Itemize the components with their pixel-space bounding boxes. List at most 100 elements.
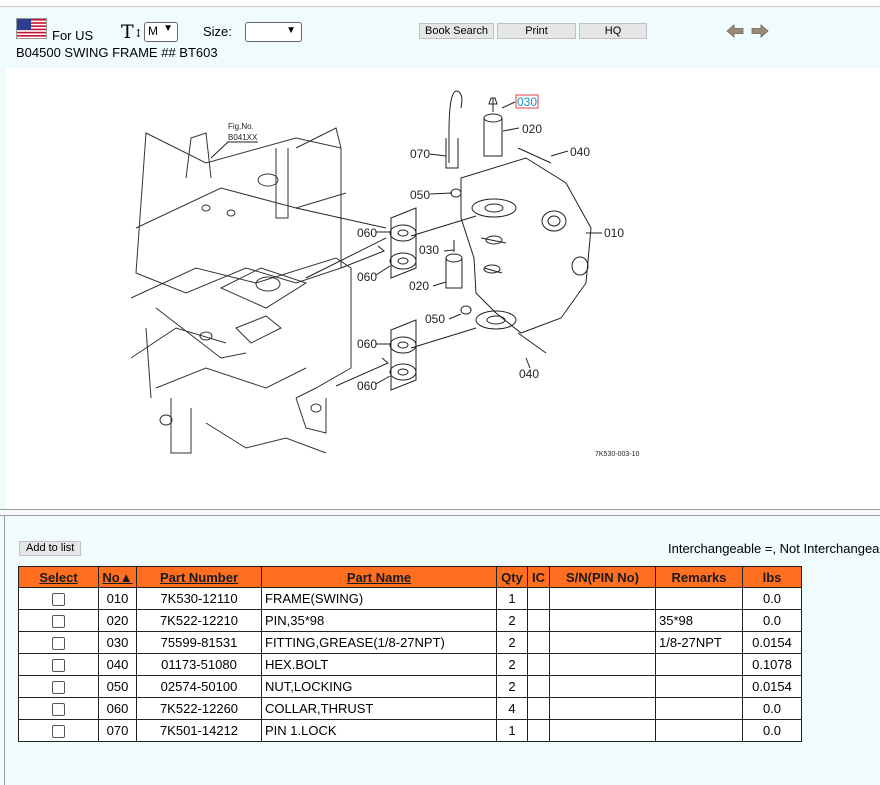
cell-select (18, 719, 99, 742)
cell-qty: 4 (496, 697, 528, 720)
pane-divider[interactable] (0, 509, 880, 516)
callout-020-bottom[interactable]: 020 (409, 279, 429, 293)
swing-frame-drawing (460, 157, 592, 334)
callout-030-bottom[interactable]: 030 (419, 243, 439, 257)
pin-070 (445, 90, 463, 169)
callout-030-top[interactable]: 030 (517, 95, 537, 109)
cell-ic (527, 609, 550, 632)
cell-remarks (655, 697, 743, 720)
callout-020-top[interactable]: 020 (522, 122, 542, 136)
cell-qty: 2 (496, 609, 528, 632)
cell-lbs: 0.1078 (742, 653, 802, 676)
text-size-icon: T↕ (121, 21, 143, 43)
cell-ic (527, 719, 550, 742)
cell-ic (527, 653, 550, 676)
cell-part-number: 7K522-12210 (136, 609, 262, 632)
select-checkbox[interactable] (52, 703, 65, 717)
select-checkbox[interactable] (52, 593, 65, 607)
fig-number: B041XX (228, 133, 258, 142)
cell-no: 050 (98, 675, 137, 698)
chevron-down-icon: ▼ (163, 23, 173, 34)
us-flag-icon[interactable] (16, 18, 47, 39)
parts-table: Select No▲ Part Number Part Name Qty IC … (18, 566, 802, 742)
select-checkbox[interactable] (52, 615, 65, 629)
print-button[interactable]: Print (497, 23, 576, 39)
cell-select (18, 697, 99, 720)
cell-sn (549, 653, 656, 676)
size-select[interactable]: ▼ (245, 22, 302, 42)
cell-part-name: FITTING,GREASE(1/8-27NPT) (261, 631, 497, 654)
cell-ic (527, 675, 550, 698)
select-checkbox[interactable] (52, 637, 65, 651)
cell-sn (549, 587, 656, 610)
cell-lbs: 0.0154 (742, 631, 802, 654)
cell-no: 040 (98, 653, 137, 676)
cell-part-name: PIN,35*98 (261, 609, 497, 632)
callout-050-top[interactable]: 050 (410, 188, 430, 202)
select-checkbox[interactable] (52, 659, 65, 673)
callout-060-a[interactable]: 060 (357, 226, 377, 240)
machine-frame-drawing (130, 127, 352, 454)
cell-sn (549, 609, 656, 632)
col-no[interactable]: No▲ (98, 566, 137, 588)
cell-ic (527, 631, 550, 654)
callout-060-d[interactable]: 060 (357, 379, 377, 393)
hq-button[interactable]: HQ (579, 23, 647, 39)
cell-sn (549, 675, 656, 698)
cell-sn (549, 631, 656, 654)
cell-part-name: HEX.BOLT (261, 653, 497, 676)
col-sn: S/N(PIN No) (549, 566, 656, 588)
cell-remarks: 1/8-27NPT (655, 631, 743, 654)
collars-060 (389, 207, 417, 391)
callout-050-bottom[interactable]: 050 (425, 312, 445, 326)
callout-040-bottom[interactable]: 040 (519, 367, 539, 381)
left-border (4, 516, 5, 785)
col-part-name[interactable]: Part Name (261, 566, 497, 588)
callout-040-top[interactable]: 040 (570, 145, 590, 159)
cell-part-number: 02574-50100 (136, 675, 262, 698)
cell-part-number: 7K501-14212 (136, 719, 262, 742)
add-to-list-button[interactable]: Add to list (19, 541, 82, 556)
cell-lbs: 0.0 (742, 697, 802, 720)
cell-select (18, 653, 99, 676)
cell-part-name: NUT,LOCKING (261, 675, 497, 698)
callout-030-highlight (515, 94, 539, 109)
cell-no: 030 (98, 631, 137, 654)
cell-lbs: 0.0 (742, 587, 802, 610)
col-remarks: Remarks (655, 566, 743, 588)
callout-060-c[interactable]: 060 (357, 337, 377, 351)
callout-060-b[interactable]: 060 (357, 270, 377, 284)
cell-no: 010 (98, 587, 137, 610)
chevron-down-icon: ▼ (286, 25, 296, 36)
cell-lbs: 0.0 (742, 719, 802, 742)
top-strip (0, 0, 880, 7)
interchangeable-note: Interchangeable =, Not Interchangeable (668, 541, 880, 556)
callout-010[interactable]: 010 (604, 226, 624, 240)
arrow-left-icon[interactable] (726, 22, 744, 40)
cell-ic (527, 587, 550, 610)
col-select[interactable]: Select (18, 566, 99, 588)
cell-part-number: 75599-81531 (136, 631, 262, 654)
size-label: Size: (203, 24, 232, 39)
pin-020-bottom (445, 240, 463, 289)
col-qty: Qty (496, 566, 528, 588)
parts-diagram: Fig.No. B041XX (6, 68, 880, 509)
select-checkbox[interactable] (52, 725, 65, 739)
arrow-right-icon[interactable] (751, 22, 769, 40)
col-part-number[interactable]: Part Number (136, 566, 262, 588)
cell-no: 070 (98, 719, 137, 742)
book-search-button[interactable]: Book Search (419, 23, 494, 39)
cell-part-number: 7K530-12110 (136, 587, 262, 610)
select-checkbox[interactable] (52, 681, 65, 695)
page-title: B04500 SWING FRAME ## BT603 (16, 45, 218, 60)
col-ic: IC (527, 566, 550, 588)
drawing-code: 7K530-003-10 (595, 451, 639, 458)
font-size-select[interactable]: M ▼ (144, 22, 178, 42)
pin-020-top (483, 97, 503, 157)
cell-select (18, 631, 99, 654)
callout-070[interactable]: 070 (410, 147, 430, 161)
cell-select (18, 587, 99, 610)
